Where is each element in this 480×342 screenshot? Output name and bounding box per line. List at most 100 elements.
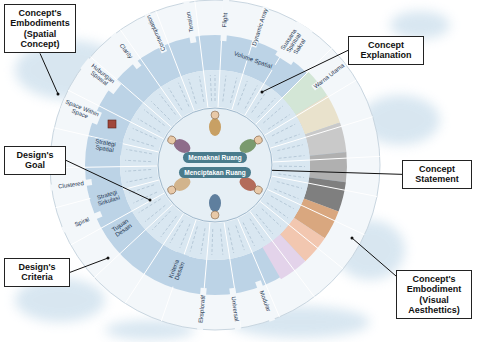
spoke-line	[161, 220, 196, 321]
ring-text-hint	[161, 216, 177, 237]
ring-text-hint	[145, 205, 165, 221]
ring-text-hint	[238, 81, 247, 105]
ring-text-hint	[211, 229, 213, 255]
ring-text-hint	[160, 94, 176, 114]
ring-text-hint	[126, 149, 152, 154]
ring-text-hint	[268, 115, 290, 130]
spoke-line	[94, 205, 172, 278]
ring-text-hint	[152, 211, 170, 230]
ring-text-hint	[263, 106, 283, 123]
spoke-line	[195, 1, 208, 107]
leader-dot	[57, 93, 60, 96]
ring-text-hint	[221, 229, 223, 255]
ring-text-hint	[144, 110, 164, 126]
spoke-line	[90, 57, 171, 127]
concept-text: Memaknai Ruang	[183, 152, 246, 163]
circle-outline	[158, 108, 272, 222]
inner-ring-lines	[125, 75, 305, 255]
people-figures	[165, 111, 265, 219]
ring-text-hint	[274, 189, 298, 199]
ring-text-hint	[151, 101, 169, 119]
ring-text-hint	[129, 139, 154, 147]
outer-band	[50, 0, 380, 330]
ring-text-hint	[215, 75, 216, 101]
ring-text-hint	[169, 88, 182, 110]
person-head	[211, 111, 219, 119]
ring-text-hint	[180, 224, 190, 248]
callout-box: Concept Statement	[402, 160, 472, 189]
leader-dot	[351, 237, 354, 240]
spoke-line	[272, 176, 377, 196]
wheel	[50, 0, 380, 330]
space-icon	[108, 120, 116, 128]
ring-text-hint	[223, 76, 226, 102]
person-head	[211, 211, 219, 219]
ring-text-hint	[243, 223, 254, 246]
ring-text-hint	[250, 219, 264, 241]
spoke-line	[50, 166, 157, 168]
ring-text-hint	[133, 128, 157, 139]
person-head	[166, 185, 177, 196]
ring-text-hint	[278, 174, 304, 178]
ring-text-hint	[190, 227, 197, 252]
spoke-line	[270, 117, 372, 148]
spoke-line	[265, 80, 357, 135]
ring-text-hint	[271, 196, 294, 209]
ring-text-hint	[210, 75, 211, 101]
ring-text-hint	[245, 86, 257, 109]
ring-text-hint	[277, 145, 302, 151]
ring-text-hint	[256, 214, 273, 234]
ring-text-hint	[228, 228, 233, 253]
ring-text-hint	[125, 160, 151, 161]
leader-dot	[149, 199, 152, 202]
ring-text-hint	[236, 226, 244, 251]
leader-line	[352, 238, 396, 276]
spokes	[50, 0, 380, 329]
callout-box: Design's Goal	[4, 146, 66, 175]
leader-lines	[40, 50, 402, 276]
leader-dot	[107, 257, 110, 260]
callout-text: Concept Explanation	[353, 40, 419, 61]
person-figure	[209, 111, 221, 136]
leader-line	[262, 170, 402, 174]
middle-band	[85, 35, 345, 295]
ring-text-hint	[230, 78, 236, 103]
ring-text-hint	[125, 169, 151, 171]
color-swatch	[305, 123, 346, 156]
spoke-line	[273, 156, 380, 162]
ring-text-hint	[139, 199, 161, 213]
leader-line	[40, 53, 58, 94]
callout-box: Concept's Embodiment (Visual Aesthettics…	[396, 270, 472, 319]
person-head	[166, 135, 177, 146]
spoke-line	[120, 30, 181, 118]
leader-line	[70, 258, 108, 272]
spoke-line	[238, 218, 280, 316]
ring-text-hint	[178, 83, 189, 107]
callout-box: Concept Explanation	[348, 36, 424, 65]
ring-text-hint	[279, 166, 305, 167]
person-body	[209, 118, 221, 136]
callout-text: Design's Criteria	[9, 262, 65, 283]
spoke-line	[260, 202, 343, 269]
ring-text-hint	[272, 124, 295, 136]
ring-text-hint	[201, 228, 205, 254]
callout-text: Design's Goal	[9, 150, 61, 171]
ring-text-hint	[127, 177, 153, 182]
leader-line	[262, 50, 348, 92]
callout-text: Concept's Embodiment (Visual Aesthettics…	[401, 274, 467, 315]
person-head	[253, 135, 264, 146]
ring-text-hint	[252, 91, 267, 112]
ring-text-hint	[170, 220, 183, 243]
ring-text-hint	[279, 156, 305, 159]
person-head	[253, 185, 264, 196]
ring-text-hint	[138, 119, 160, 132]
concept-text: Menciptakan Ruang	[179, 167, 250, 178]
color-swatch	[309, 152, 347, 182]
callout-box: Concept's Embodiments (Spatial Concept)	[4, 4, 76, 53]
ring-text-hint	[267, 203, 288, 218]
person-figure	[209, 194, 221, 219]
concept-circle: Memaknai RuangMenciptakan Ruang	[157, 107, 273, 223]
callout-text: Concept Statement	[407, 164, 467, 185]
callout-box: Design's Criteria	[4, 258, 70, 287]
